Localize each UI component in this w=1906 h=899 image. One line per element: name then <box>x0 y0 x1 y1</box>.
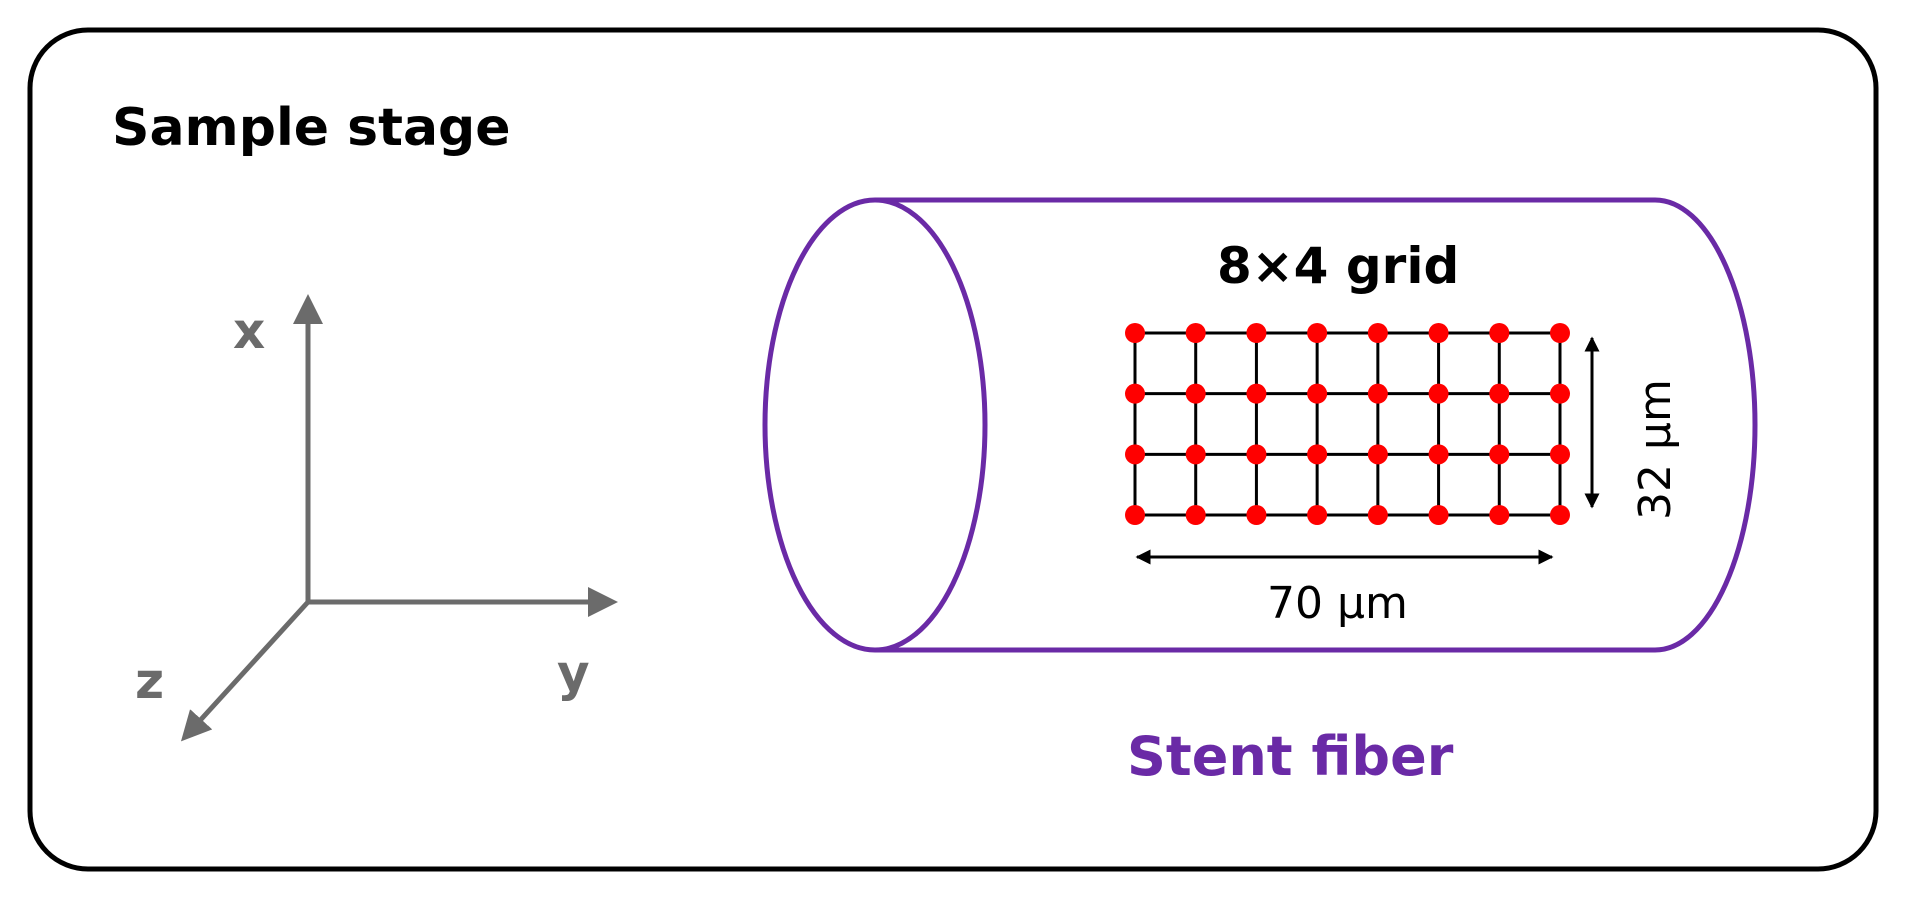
axes-group: x y z <box>135 294 618 742</box>
grid-title: 8×4 grid <box>1217 237 1459 295</box>
grid-point <box>1125 323 1145 343</box>
grid-point <box>1246 505 1267 525</box>
z-axis-label: z <box>135 652 164 710</box>
y-axis-label: y <box>557 644 590 702</box>
cylinder-end-ellipse <box>762 197 988 653</box>
grid-point <box>1428 444 1449 465</box>
grid-point <box>1246 444 1267 465</box>
x-axis-label: x <box>233 302 265 360</box>
grid-point <box>1489 444 1510 465</box>
grid-point <box>1489 323 1510 343</box>
grid-point <box>1185 444 1206 465</box>
grid-point <box>1307 383 1328 404</box>
stage-title: Sample stage <box>112 98 511 158</box>
grid-point <box>1489 505 1510 525</box>
grid-points <box>1125 323 1570 525</box>
grid-point <box>1489 383 1510 404</box>
fiber-label: Stent fiber <box>1127 725 1454 788</box>
grid-point <box>1367 444 1388 465</box>
grid-point <box>1367 383 1388 404</box>
grid-point <box>1307 505 1328 525</box>
stage-frame <box>27 27 1879 872</box>
grid-point <box>1428 323 1449 343</box>
grid-point <box>1185 505 1206 525</box>
grid-lines <box>1133 331 1562 517</box>
height-dimension-label: 32 µm <box>1630 379 1681 520</box>
grid-point <box>1125 383 1145 404</box>
grid-point <box>1550 383 1570 404</box>
width-dimension-label: 70 µm <box>1267 578 1408 629</box>
grid-point <box>1185 383 1206 404</box>
grid-point <box>1428 505 1449 525</box>
z-axis-arrow <box>180 600 310 742</box>
grid-point <box>1246 323 1267 343</box>
grid-point <box>1367 323 1388 343</box>
cylinder-body <box>875 197 1758 653</box>
grid-point <box>1307 444 1328 465</box>
grid-point <box>1246 383 1267 404</box>
grid-point <box>1307 323 1328 343</box>
grid-point <box>1125 505 1145 525</box>
grid-point <box>1125 444 1145 465</box>
grid-point <box>1367 505 1388 525</box>
grid-point <box>1428 383 1449 404</box>
grid-point <box>1550 323 1570 343</box>
grid-point <box>1550 505 1570 525</box>
grid-point <box>1550 444 1570 465</box>
stent-fiber-cylinder <box>762 197 1758 653</box>
grid-point <box>1185 323 1206 343</box>
